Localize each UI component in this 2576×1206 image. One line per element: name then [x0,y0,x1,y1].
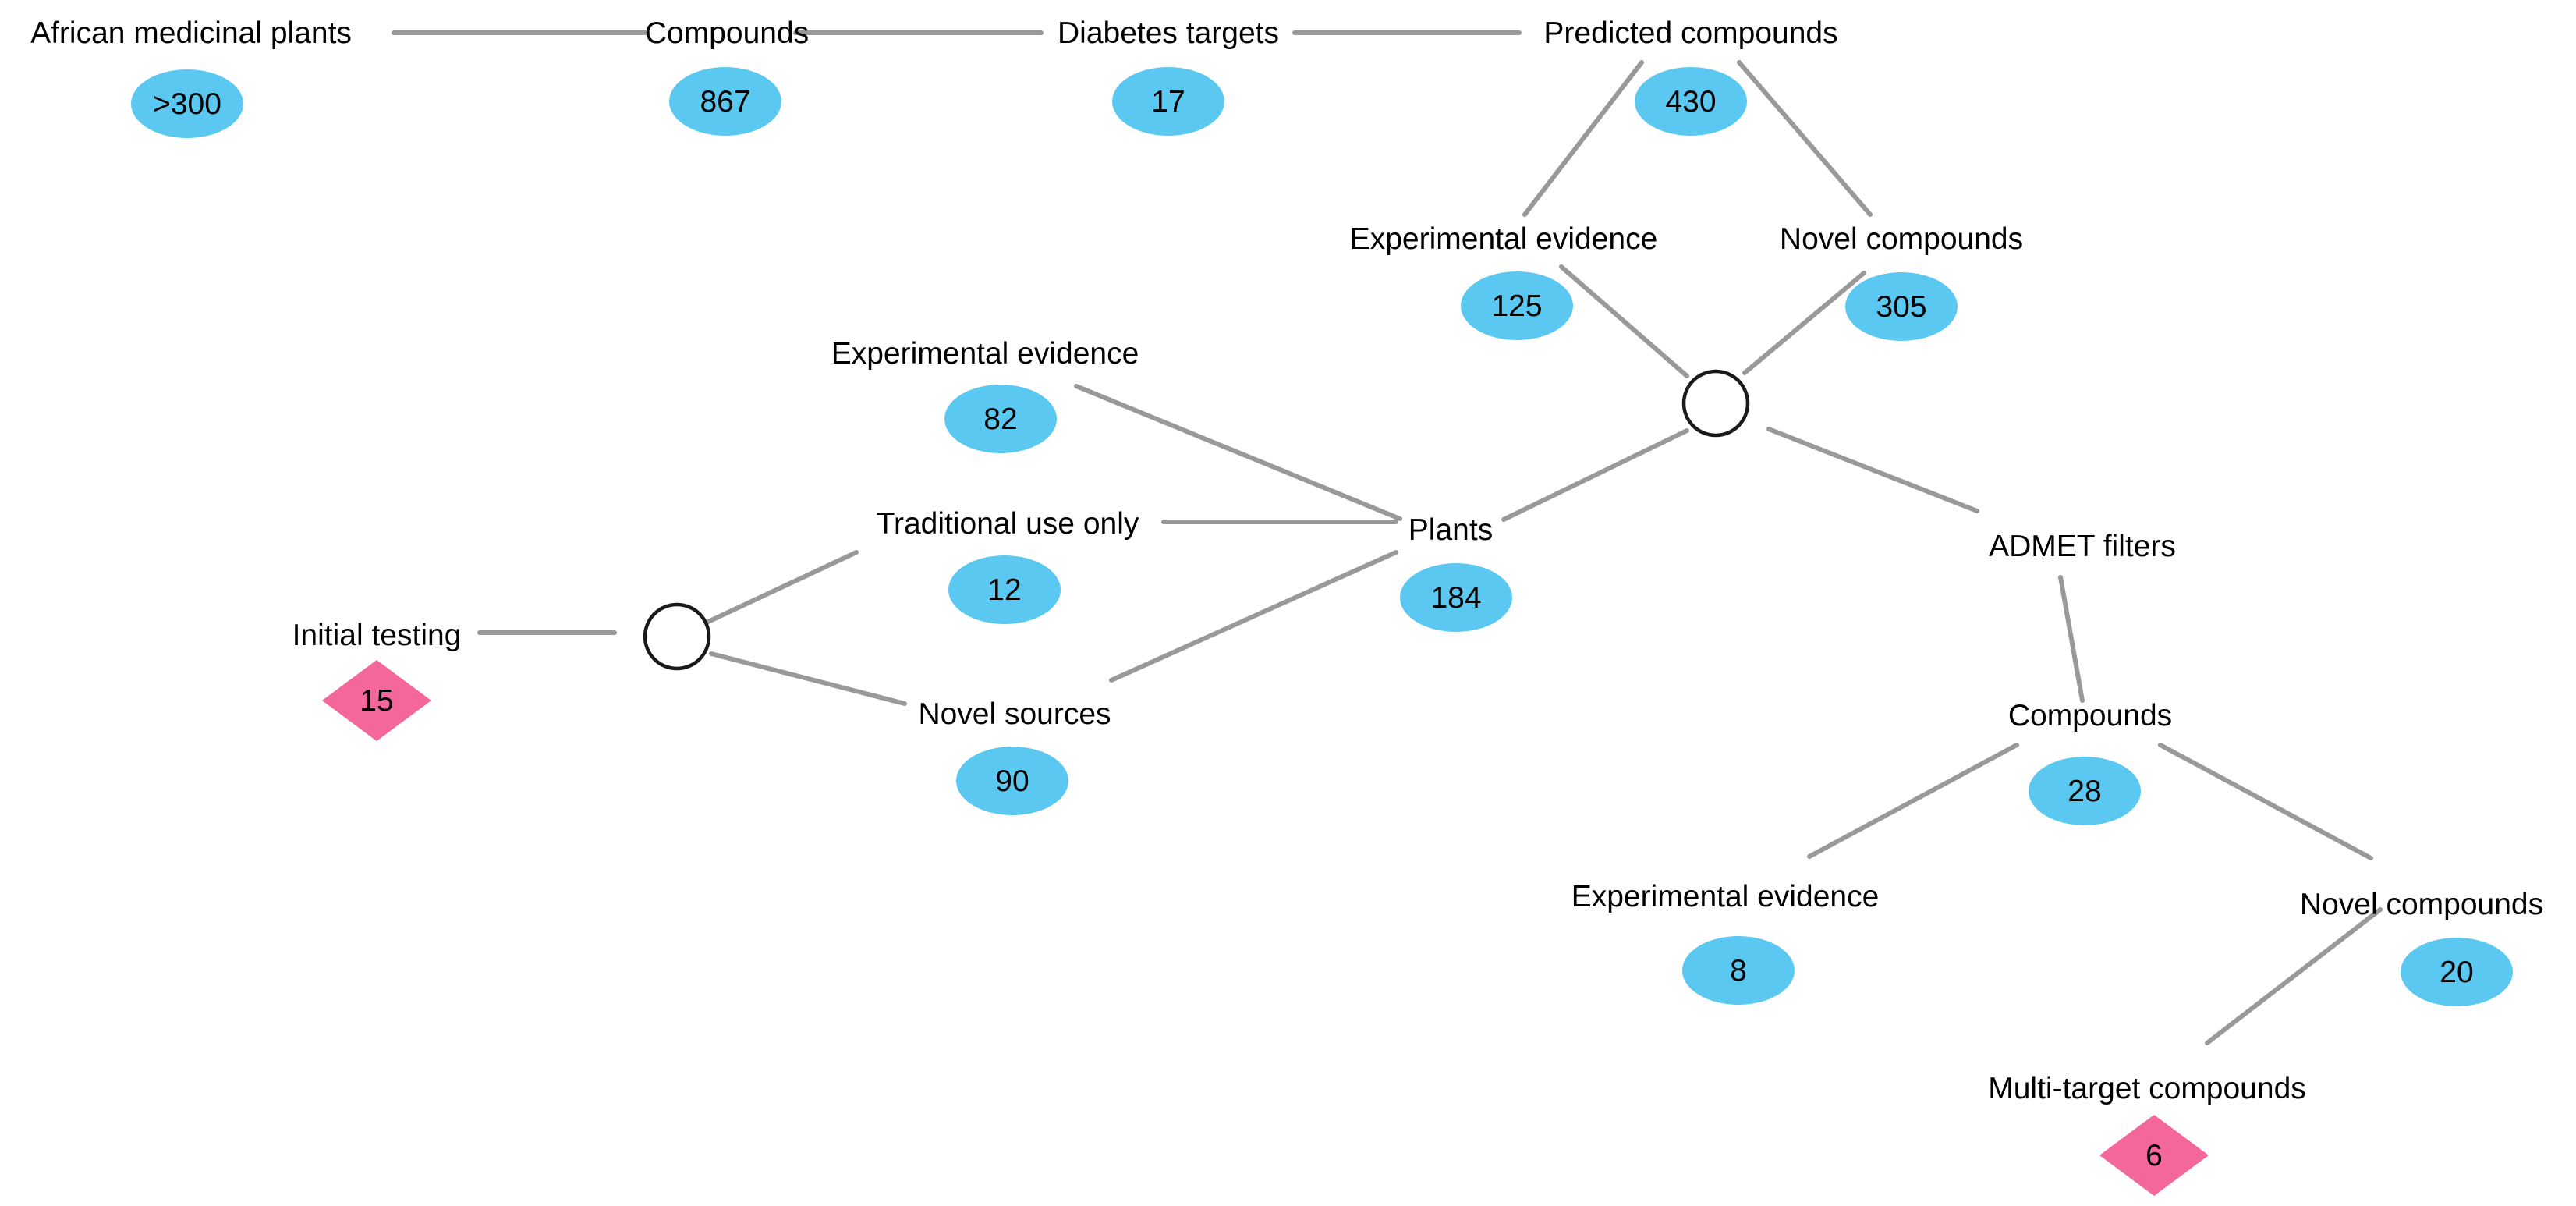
badge-value: 15 [360,684,393,718]
node-label: Initial testing [292,619,462,652]
node-label: Experimental evidence [1350,222,1658,256]
count-badge [944,385,1057,453]
node-label: Predicted compounds [1543,16,1837,50]
node-label: Novel compounds [2300,888,2543,921]
edge-junction-right--plants [1501,428,1689,522]
count-badge [1635,67,1747,136]
edges-layer [392,30,2383,1045]
node-label: Compounds [645,16,809,50]
node-experimental-evidence-filtered: Experimental evidence 8 [1571,880,1880,1005]
edge-compounds-filtered--novel-compounds-filtered [2158,743,2373,860]
count-badge [1400,563,1512,632]
badge-value: 867 [700,85,750,119]
edge-traditional-use-only--junction-left [706,550,859,624]
node-junction-left [643,602,711,671]
node-novel-compounds-filtered: Novel compounds 20 [2300,888,2543,1006]
count-badge [948,555,1061,624]
count-badge [1112,67,1224,136]
count-badge [1845,272,1958,341]
badge-value: 430 [1665,85,1716,119]
node-novel-sources: Novel sources 90 [918,697,1111,815]
node-african-medicinal-plants: African medicinal plants >300 [30,16,352,138]
junction-circle [643,602,711,671]
edge-junction-right--admet-filters [1766,427,1979,513]
node-traditional-use-only: Traditional use only 12 [877,507,1139,624]
node-label: Plants [1408,513,1493,547]
badge-value: 8 [1730,954,1747,988]
edge-predicted-compounds--novel-compounds-predicted [1737,60,1873,217]
edge-plants--novel-sources [1109,550,1398,683]
badge-value: 28 [2068,775,2101,808]
badge-value: >300 [153,87,221,121]
badge-value: 82 [983,403,1017,436]
badge-value: 17 [1151,85,1185,119]
node-label: Multi-target compounds [1988,1072,2306,1105]
count-badge [669,67,781,136]
badge-value: 305 [1876,290,1926,324]
badge-value: 20 [2440,956,2473,989]
node-label: ADMET filters [1989,530,2176,563]
node-compounds-initial: Compounds 867 [645,16,809,136]
count-badge [2029,757,2141,825]
node-experimental-evidence-plants: Experimental evidence 82 [831,337,1139,453]
node-experimental-evidence-targets: Experimental evidence 125 [1350,222,1658,340]
node-admet-filters: ADMET filters [1989,530,2176,563]
node-label: Compounds [2008,699,2172,732]
node-compounds-filtered: Compounds 28 [2008,699,2172,825]
node-plants: Plants 184 [1400,513,1512,632]
edge-compounds-filtered--experimental-evidence-filtered [1807,743,2019,859]
edge-predicted-compounds--experimental-evidence-targets [1522,60,1644,217]
final-count-diamond [2099,1115,2209,1196]
badge-value: 90 [995,764,1029,798]
junction-circle [1681,369,1750,438]
edge-experimental-evidence-targets--junction-right [1559,264,1689,378]
edge-novel-compounds-predicted--junction-right [1742,271,1866,375]
count-badge [131,69,243,138]
node-label: Diabetes targets [1058,16,1279,50]
badge-value: 125 [1491,289,1542,323]
edge-admet-filters--compounds-filtered [2058,575,2085,703]
node-multi-target-compounds: Multi-target compounds 6 [1988,1072,2306,1196]
node-label: Traditional use only [877,507,1139,541]
edge-novel-sources--junction-left [709,651,907,706]
count-badge [2401,938,2513,1006]
badge-value: 6 [2145,1139,2163,1172]
node-novel-compounds-predicted: Novel compounds 305 [1780,222,2023,341]
node-label: Novel compounds [1780,222,2023,256]
node-diabetes-targets: Diabetes targets 17 [1058,16,1279,136]
node-initial-testing: Initial testing 15 [292,619,462,741]
node-predicted-compounds: Predicted compounds 430 [1543,16,1838,136]
badge-value: 12 [987,573,1021,607]
count-badge [1682,936,1795,1005]
final-count-diamond [322,660,431,741]
edge-novel-compounds-filtered--multi-target-compounds [2205,907,2383,1045]
node-junction-right [1681,369,1750,438]
nodes-layer: African medicinal plants>300Compounds867… [30,16,2543,1196]
node-label: Novel sources [918,697,1111,731]
edge-experimental-evidence-plants--plants [1074,384,1402,521]
count-badge [1461,271,1573,340]
count-badge [956,747,1068,815]
node-label: African medicinal plants [30,16,352,50]
node-label: Experimental evidence [831,337,1139,371]
node-label: Experimental evidence [1571,880,1880,913]
badge-value: 184 [1430,581,1481,615]
